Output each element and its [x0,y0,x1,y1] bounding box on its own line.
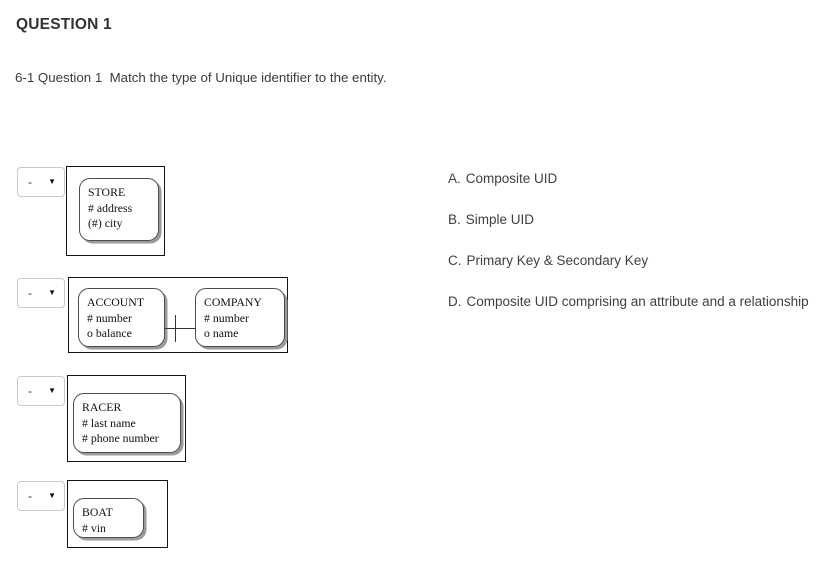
option-d: D. Composite UID comprising an attribute … [448,292,809,311]
option-letter: D. [448,294,462,309]
entity-attribute: # vin [82,520,106,535]
entity-company: COMPANY # number o name [195,288,285,347]
entity-attribute: (#) city [88,216,123,230]
entity-attribute: # last name [82,415,136,430]
caret-down-icon: ▼ [48,491,56,500]
match-dropdown-store[interactable]: - ▼ [17,167,65,197]
diagram-frame-account-company: ACCOUNT # number o balance COMPANY # num… [68,277,288,353]
entity-store: STORE # address (#) city [79,178,159,241]
option-letter: C. [448,253,462,268]
entity-name: ACCOUNT [87,295,145,309]
entity-attribute: o balance [87,326,132,340]
match-dropdown-racer[interactable]: - ▼ [17,376,65,406]
entity-account: ACCOUNT # number o balance [78,288,165,347]
entity-attribute: # number [87,310,132,325]
caret-down-icon: ▼ [48,288,56,297]
entity-name: COMPANY [204,295,262,309]
option-c: C. Primary Key & Secondary Key [448,251,648,270]
entity-attribute: # phone number [82,431,159,445]
dropdown-value: - [28,489,32,503]
option-text: Composite UID comprising an attribute an… [466,294,809,309]
dropdown-value: - [28,175,32,189]
option-b: B. Simple UID [448,210,534,229]
option-text: Primary Key & Secondary Key [466,253,649,268]
diagram-frame-boat: BOAT # vin [67,480,168,548]
entity-boat: BOAT # vin [73,498,144,538]
entity-attribute: # address [88,200,133,215]
question-instruction: 6-1 Question 1 Match the type of Unique … [15,70,387,85]
entity-name: RACER [82,400,122,414]
entity-name: BOAT [82,505,113,519]
option-a: A. Composite UID [448,169,557,188]
match-dropdown-account[interactable]: - ▼ [17,278,65,308]
entity-name: STORE [88,185,126,199]
diagram-frame-racer: RACER # last name # phone number [67,375,186,462]
dropdown-value: - [28,384,32,398]
option-letter: B. [448,212,461,227]
match-dropdown-boat[interactable]: - ▼ [17,481,65,511]
entity-attribute: o name [204,326,239,340]
option-text: Simple UID [465,212,535,227]
entity-attribute: # number [204,310,249,325]
page-title: QUESTION 1 [16,16,112,33]
option-letter: A. [448,171,461,186]
caret-down-icon: ▼ [48,386,56,395]
relationship-line [165,328,195,329]
uid-bar [175,315,176,342]
option-text: Composite UID [465,171,558,186]
entity-racer: RACER # last name # phone number [73,393,181,453]
caret-down-icon: ▼ [48,177,56,186]
dropdown-value: - [28,286,32,300]
diagram-frame-store: STORE # address (#) city [66,166,165,256]
